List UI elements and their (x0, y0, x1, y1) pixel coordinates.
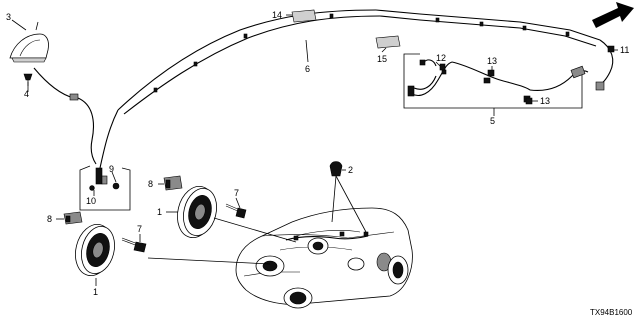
vehicle-outline (235, 207, 413, 309)
callout-13-upper: 13 (487, 56, 497, 66)
clip-part-11 (607, 45, 615, 53)
leader-lines (11, 14, 618, 286)
callout-6: 6 (305, 64, 310, 74)
callout-15: 15 (377, 54, 387, 64)
front-direction-arrow (592, 2, 634, 28)
antenna-clip-part (23, 73, 33, 92)
callout-5: 5 (490, 116, 495, 126)
feeder-cable-part (117, 9, 601, 115)
grommet-part-8-upper (163, 175, 183, 191)
diagram-code: TX94B1600 (590, 308, 633, 317)
sub-harness-part (407, 59, 589, 103)
grommet-part-8-lower (63, 211, 83, 225)
callout-4: 4 (24, 89, 29, 99)
callout-7-upper: 7 (234, 188, 239, 198)
callout-11: 11 (620, 45, 629, 55)
screw-part-7-lower (121, 237, 147, 253)
callout-7-lower: 7 (137, 224, 142, 234)
callout-9: 9 (109, 164, 114, 174)
clip-part-13-lower (525, 97, 533, 105)
callout-2: 2 (348, 165, 353, 175)
speaker-part-1-lower (75, 223, 115, 277)
cable-connector-part-10 (95, 167, 108, 185)
antenna-connector-part (69, 93, 79, 101)
callout-8-lower: 8 (47, 214, 52, 224)
clip-part-12 (439, 63, 446, 71)
pad-part-15 (375, 35, 401, 49)
callout-1-upper: 1 (157, 207, 162, 217)
feeder-end-connector (595, 81, 605, 91)
pad-part-14 (291, 9, 317, 23)
callout-13-lower: 13 (540, 96, 550, 106)
detail-box (79, 165, 131, 211)
callout-10: 10 (86, 196, 96, 206)
roof-antenna-part (9, 21, 49, 63)
callout-1-lower: 1 (93, 287, 98, 297)
speaker-part-1-upper (177, 185, 217, 239)
callout-8-upper: 8 (148, 179, 153, 189)
callout-14: 14 (272, 10, 282, 20)
clip-part-2 (329, 161, 343, 177)
screw-part-7-upper (225, 203, 247, 219)
callout-3: 3 (6, 12, 11, 22)
clip-part-9 (112, 182, 120, 190)
sub-harness-box (403, 53, 583, 109)
clip-part-13-upper (487, 69, 495, 77)
callout-12: 12 (436, 53, 446, 63)
